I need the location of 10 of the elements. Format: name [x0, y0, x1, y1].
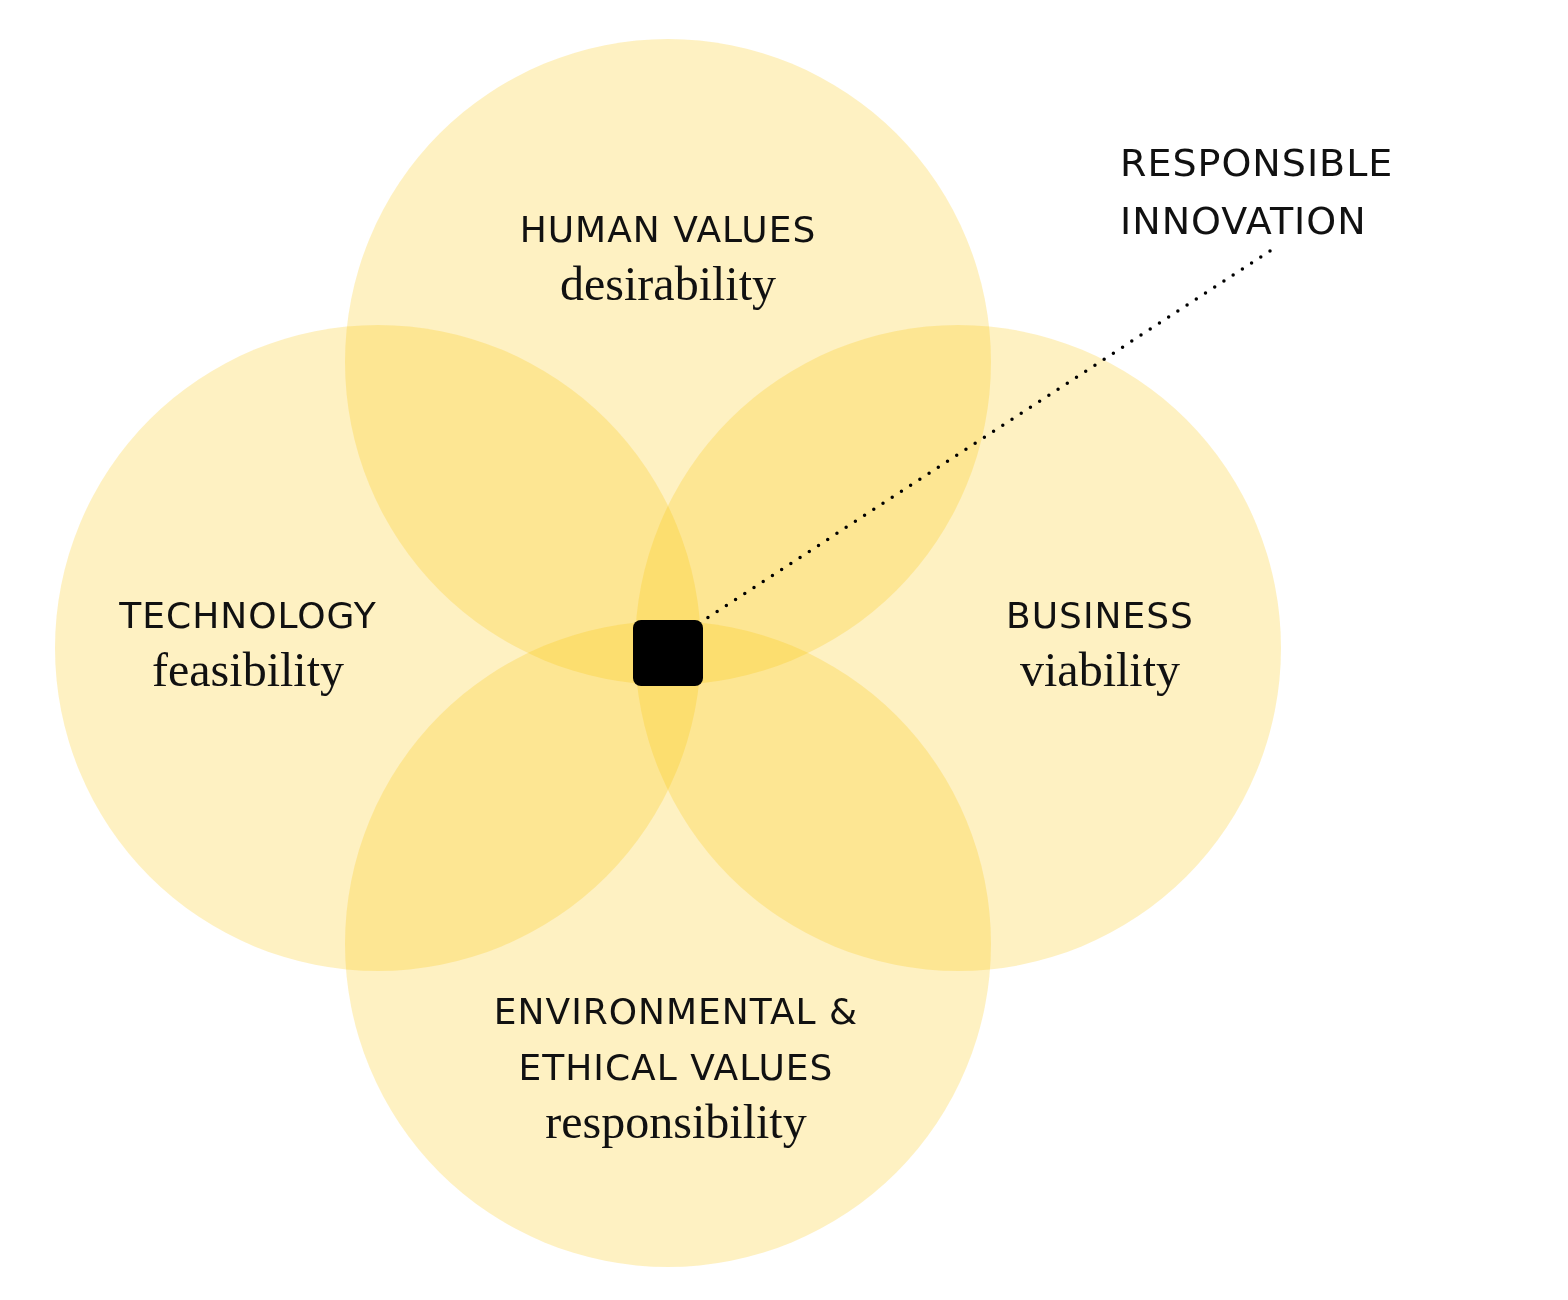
callout-label: RESPONSIBLE INNOVATION: [1120, 134, 1410, 250]
center-square: [633, 620, 703, 686]
circle-subtitle: desirability: [559, 258, 777, 310]
circle-subtitle: feasibility: [151, 644, 345, 696]
circle-heading: ENVIRONMENTAL & ETHICAL VALUES: [492, 990, 860, 1090]
circle-heading: TECHNOLOGY: [118, 594, 378, 638]
circle-subtitle: responsibility: [544, 1096, 808, 1148]
circle-heading: BUSINESS: [1005, 594, 1195, 638]
circle-heading: HUMAN VALUES: [518, 208, 818, 252]
circle-subtitle: viability: [1019, 644, 1181, 696]
